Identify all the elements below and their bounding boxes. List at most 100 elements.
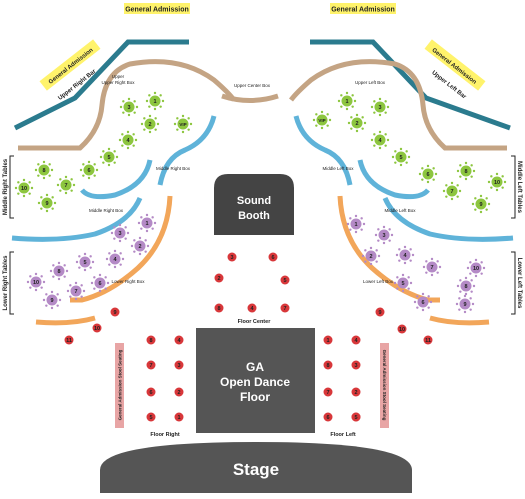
table-purple-10[interactable]: 10 xyxy=(466,258,486,278)
table-red-7[interactable]: 7 xyxy=(146,360,156,370)
table-red-3[interactable]: 3 xyxy=(174,360,184,370)
table-circle[interactable] xyxy=(374,134,386,146)
table-circle[interactable] xyxy=(53,265,65,277)
table-circle[interactable] xyxy=(280,303,290,313)
table-red-4[interactable]: 4 xyxy=(247,303,257,313)
table-circle[interactable] xyxy=(351,117,363,129)
table-green-3[interactable]: 3 xyxy=(370,97,390,117)
table-red-9[interactable]: 9 xyxy=(110,307,120,317)
table-circle[interactable] xyxy=(459,298,471,310)
table-red-9[interactable]: 9 xyxy=(375,307,385,317)
table-circle[interactable] xyxy=(83,164,95,176)
table-purple-9[interactable]: 9 xyxy=(42,290,62,310)
table-circle[interactable] xyxy=(174,412,184,422)
middle-left-box-upper-section[interactable] xyxy=(293,115,353,186)
table-green-8[interactable]: 8 xyxy=(456,161,476,181)
table-circle[interactable] xyxy=(397,277,409,289)
table-red-6[interactable]: 6 xyxy=(268,252,278,262)
table-green-9[interactable]: 9 xyxy=(37,193,57,213)
table-circle[interactable] xyxy=(375,307,385,317)
table-circle[interactable] xyxy=(323,360,333,370)
middle-left-box-lower-section[interactable] xyxy=(357,159,430,200)
table-circle[interactable] xyxy=(174,360,184,370)
table-circle[interactable] xyxy=(247,303,257,313)
table-red-11[interactable]: 11 xyxy=(423,335,433,345)
table-circle[interactable] xyxy=(341,95,353,107)
table-circle[interactable] xyxy=(374,101,386,113)
table-circle[interactable] xyxy=(395,151,407,163)
table-red-2[interactable]: 2 xyxy=(214,273,224,283)
table-green-5[interactable]: 5 xyxy=(391,147,411,167)
table-circle[interactable] xyxy=(378,229,390,241)
lower-left-box-bottom[interactable] xyxy=(429,315,490,326)
table-red-3[interactable]: 3 xyxy=(227,252,237,262)
table-circle[interactable] xyxy=(316,114,328,126)
table-circle[interactable] xyxy=(323,387,333,397)
table-circle[interactable] xyxy=(141,217,153,229)
table-circle[interactable] xyxy=(417,296,429,308)
table-purple-5[interactable]: 5 xyxy=(393,273,413,293)
table-circle[interactable] xyxy=(399,249,411,261)
table-circle[interactable] xyxy=(174,387,184,397)
ga-label-left[interactable]: General Admission xyxy=(125,7,189,14)
table-circle[interactable] xyxy=(491,176,503,188)
table-circle[interactable] xyxy=(177,118,189,130)
table-circle[interactable] xyxy=(397,324,407,334)
table-green-8[interactable]: 8 xyxy=(34,160,54,180)
table-circle[interactable] xyxy=(60,179,72,191)
table-red-2[interactable]: 2 xyxy=(351,387,361,397)
table-circle[interactable] xyxy=(110,307,120,317)
table-circle[interactable] xyxy=(103,151,115,163)
table-green-3[interactable]: 3 xyxy=(119,97,139,117)
table-purple-1[interactable]: 1 xyxy=(346,214,366,234)
table-circle[interactable] xyxy=(422,168,434,180)
table-circle[interactable] xyxy=(446,185,458,197)
table-red-5[interactable]: 5 xyxy=(146,412,156,422)
lower-right-box-section[interactable] xyxy=(70,195,173,303)
table-green-1[interactable]: 1 xyxy=(145,91,165,111)
table-red-1[interactable]: 1 xyxy=(323,335,333,345)
upper-right-bar-section[interactable] xyxy=(13,39,189,131)
table-purple-3[interactable]: 3 xyxy=(374,225,394,245)
table-circle[interactable] xyxy=(268,252,278,262)
sound-booth[interactable] xyxy=(214,174,294,235)
table-red-8[interactable]: 8 xyxy=(323,360,333,370)
table-purple-5[interactable]: 5 xyxy=(75,252,95,272)
ga-stool-seating-right[interactable] xyxy=(380,343,389,428)
lower-right-box-bottom[interactable] xyxy=(35,315,96,326)
upper-left-box-section[interactable] xyxy=(289,59,507,151)
table-red-1[interactable]: 1 xyxy=(174,412,184,422)
table-green-6[interactable]: 6 xyxy=(418,164,438,184)
table-circle[interactable] xyxy=(351,360,361,370)
table-circle[interactable] xyxy=(351,335,361,345)
table-circle[interactable] xyxy=(470,262,482,274)
table-red-8[interactable]: 8 xyxy=(146,335,156,345)
middle-left-lower-arc[interactable] xyxy=(382,196,514,242)
table-purple-4[interactable]: 4 xyxy=(105,249,125,269)
table-green-2[interactable]: 2 xyxy=(140,114,160,134)
table-green-9[interactable]: 9 xyxy=(471,194,491,214)
table-purple-1[interactable]: 1 xyxy=(137,213,157,233)
table-circle[interactable] xyxy=(423,335,433,345)
table-circle[interactable] xyxy=(146,387,156,397)
table-purple-6[interactable]: 6 xyxy=(90,273,110,293)
table-purple-4[interactable]: 4 xyxy=(395,245,415,265)
table-circle[interactable] xyxy=(350,218,362,230)
table-circle[interactable] xyxy=(94,277,106,289)
table-purple-8[interactable]: 8 xyxy=(49,261,69,281)
table-purple-9[interactable]: 9 xyxy=(455,294,475,314)
table-circle[interactable] xyxy=(351,387,361,397)
table-circle[interactable] xyxy=(146,335,156,345)
table-green-VIP[interactable]: VIP xyxy=(173,114,193,134)
table-green-7[interactable]: 7 xyxy=(56,175,76,195)
table-red-11[interactable]: 11 xyxy=(64,335,74,345)
table-red-5[interactable]: 5 xyxy=(351,412,361,422)
table-green-1[interactable]: 1 xyxy=(337,91,357,111)
table-circle[interactable] xyxy=(214,303,224,313)
table-circle[interactable] xyxy=(30,276,42,288)
table-green-2[interactable]: 2 xyxy=(347,113,367,133)
table-circle[interactable] xyxy=(123,101,135,113)
table-circle[interactable] xyxy=(323,335,333,345)
table-red-4[interactable]: 4 xyxy=(351,335,361,345)
table-green-10[interactable]: 10 xyxy=(487,172,507,192)
